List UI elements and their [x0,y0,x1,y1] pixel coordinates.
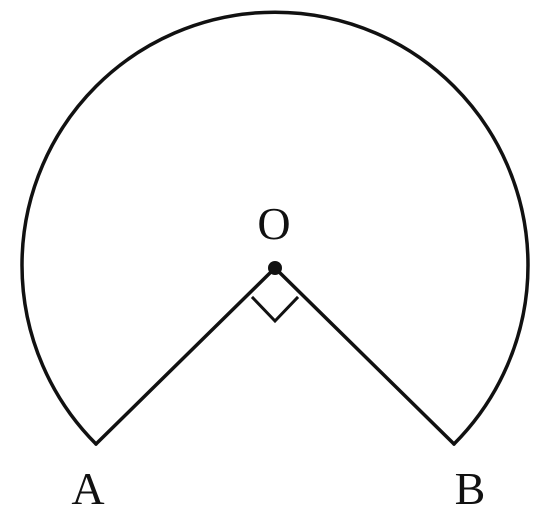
center-point-dot [268,261,282,275]
radius-ob [273,266,456,446]
label-center-o: O [257,198,290,249]
label-point-a: A [71,463,104,514]
right-angle-marker [250,295,300,324]
radius-oa [94,266,277,446]
label-point-b: B [455,463,486,514]
major-arc [20,10,530,446]
